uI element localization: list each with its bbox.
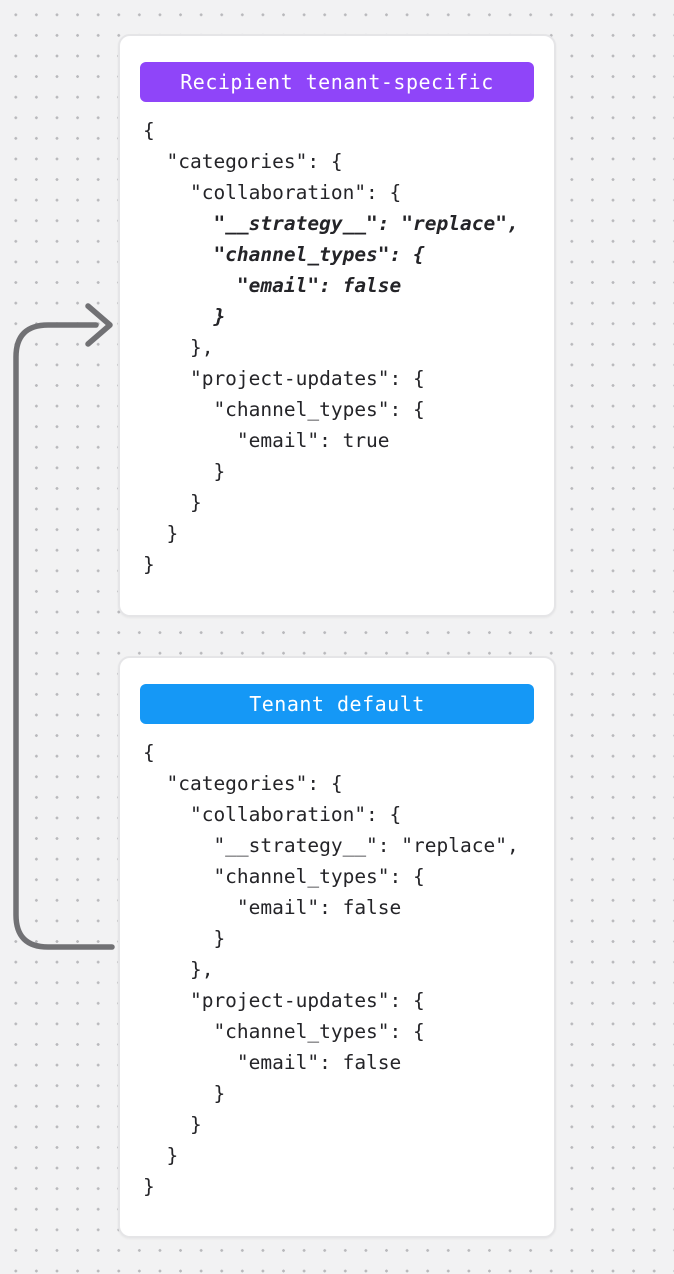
code-line: "channel_types": { — [143, 1020, 425, 1043]
recipient-tenant-specific-badge: Recipient tenant-specific — [140, 62, 534, 102]
code-line: } — [143, 305, 226, 328]
code-line: } — [143, 1175, 155, 1198]
code-line: "email": false — [143, 1051, 402, 1074]
code-line: "collaboration": { — [143, 803, 402, 826]
code-line: { — [143, 119, 155, 142]
code-line: "__strategy__": "replace", — [143, 834, 519, 857]
code-line: "email": true — [143, 429, 390, 452]
code-line: "project-updates": { — [143, 989, 425, 1012]
code-line: }, — [143, 336, 214, 359]
code-line: "email": false — [143, 274, 402, 297]
code-line: } — [143, 553, 155, 576]
code-line: } — [143, 491, 202, 514]
code-line: "channel_types": { — [143, 243, 425, 266]
code-line: }, — [143, 958, 214, 981]
code-line: } — [143, 1113, 202, 1136]
code-line: "project-updates": { — [143, 367, 425, 390]
code-line: "channel_types": { — [143, 398, 425, 421]
code-line: "collaboration": { — [143, 181, 402, 204]
recipient-tenant-specific-card: Recipient tenant-specific { "categories"… — [118, 34, 556, 617]
recipient-json-code-block: { "categories": { "collaboration": { "__… — [143, 115, 554, 580]
code-line: } — [143, 1144, 179, 1167]
code-line: } — [143, 1082, 226, 1105]
code-line: } — [143, 927, 226, 950]
code-line: "categories": { — [143, 772, 343, 795]
code-line: } — [143, 460, 226, 483]
code-line: } — [143, 522, 179, 545]
code-line: { — [143, 741, 155, 764]
code-line: "channel_types": { — [143, 865, 425, 888]
code-line: "email": false — [143, 896, 402, 919]
tenant-default-card: Tenant default { "categories": { "collab… — [118, 656, 556, 1238]
code-line: "__strategy__": "replace", — [143, 212, 519, 235]
code-line: "categories": { — [143, 150, 343, 173]
flow-arrow-path — [13, 303, 115, 950]
tenant-default-json-code-block: { "categories": { "collaboration": { "__… — [143, 737, 554, 1202]
tenant-default-badge: Tenant default — [140, 684, 534, 724]
